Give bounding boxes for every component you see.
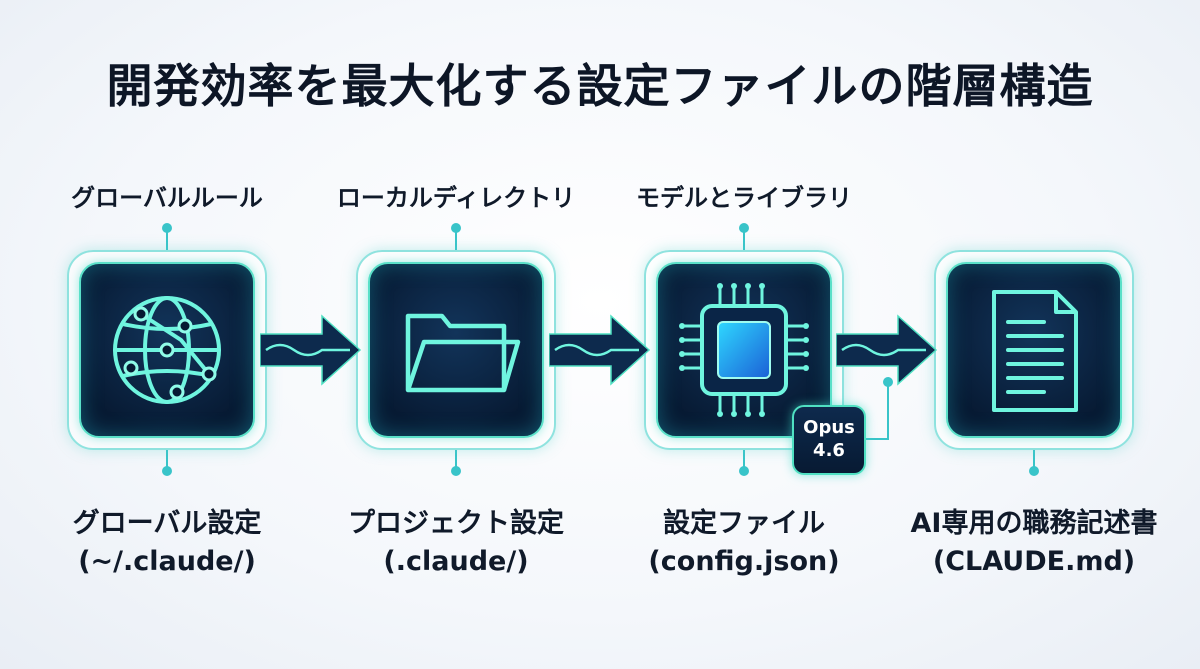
bottom-label-model-name: 設定ファイル <box>663 508 825 539</box>
connector-dot <box>451 223 461 233</box>
node-global-box <box>79 262 255 438</box>
connector-dot <box>451 466 461 476</box>
node-local <box>356 250 556 450</box>
chip-icon <box>679 283 809 417</box>
connector-line <box>866 438 889 440</box>
flow-arrow-2 <box>549 314 651 386</box>
bottom-label-global-path: (~/.claude/) <box>78 546 256 577</box>
flow-arrow-1 <box>260 314 362 386</box>
connector-dot <box>162 223 172 233</box>
node-claude-md <box>934 250 1134 450</box>
bottom-label-model: 設定ファイル (config.json) <box>594 505 894 581</box>
node-local-box <box>368 262 544 438</box>
model-version-badge: Opus 4.6 <box>792 405 866 475</box>
connector-line <box>455 230 457 250</box>
node-global <box>67 250 267 450</box>
bottom-label-global-name: グローバル設定 <box>72 508 262 539</box>
bottom-label-local-path: (.claude/) <box>383 546 529 577</box>
top-label-global: グローバルルール <box>71 184 263 212</box>
connector-line <box>887 384 889 440</box>
connector-dot <box>883 377 893 387</box>
connector-line <box>743 230 745 250</box>
bottom-label-local-name: プロジェクト設定 <box>348 508 564 539</box>
top-label-local: ローカルディレクトリ <box>336 184 576 212</box>
badge-model-name: Opus <box>803 417 855 438</box>
connector-dot <box>1029 466 1039 476</box>
globe-icon <box>113 296 221 404</box>
connector-dot <box>162 466 172 476</box>
document-icon <box>992 290 1078 412</box>
connector-line <box>166 230 168 250</box>
connector-line <box>455 450 457 470</box>
connector-line <box>166 450 168 470</box>
bottom-label-claude-md: AI専用の職務記述書 (CLAUDE.md) <box>884 505 1184 581</box>
bottom-label-claude-md-name: AI専用の職務記述書 <box>910 508 1158 539</box>
connector-line <box>1033 450 1035 470</box>
bottom-label-model-path: (config.json) <box>648 546 840 577</box>
bottom-label-claude-md-path: (CLAUDE.md) <box>932 546 1136 577</box>
connector-dot <box>739 466 749 476</box>
bottom-label-local: プロジェクト設定 (.claude/) <box>306 505 606 581</box>
badge-model-version: 4.6 <box>813 440 845 461</box>
flow-arrow-3 <box>836 314 938 386</box>
page-title: 開発効率を最大化する設定ファイルの階層構造 <box>106 59 1094 113</box>
top-label-model: モデルとライブラリ <box>636 184 852 212</box>
folder-icon <box>405 313 521 393</box>
bottom-label-global: グローバル設定 (~/.claude/) <box>17 505 317 581</box>
connector-line <box>743 450 745 470</box>
node-claude-md-box <box>946 262 1122 438</box>
connector-dot <box>739 223 749 233</box>
